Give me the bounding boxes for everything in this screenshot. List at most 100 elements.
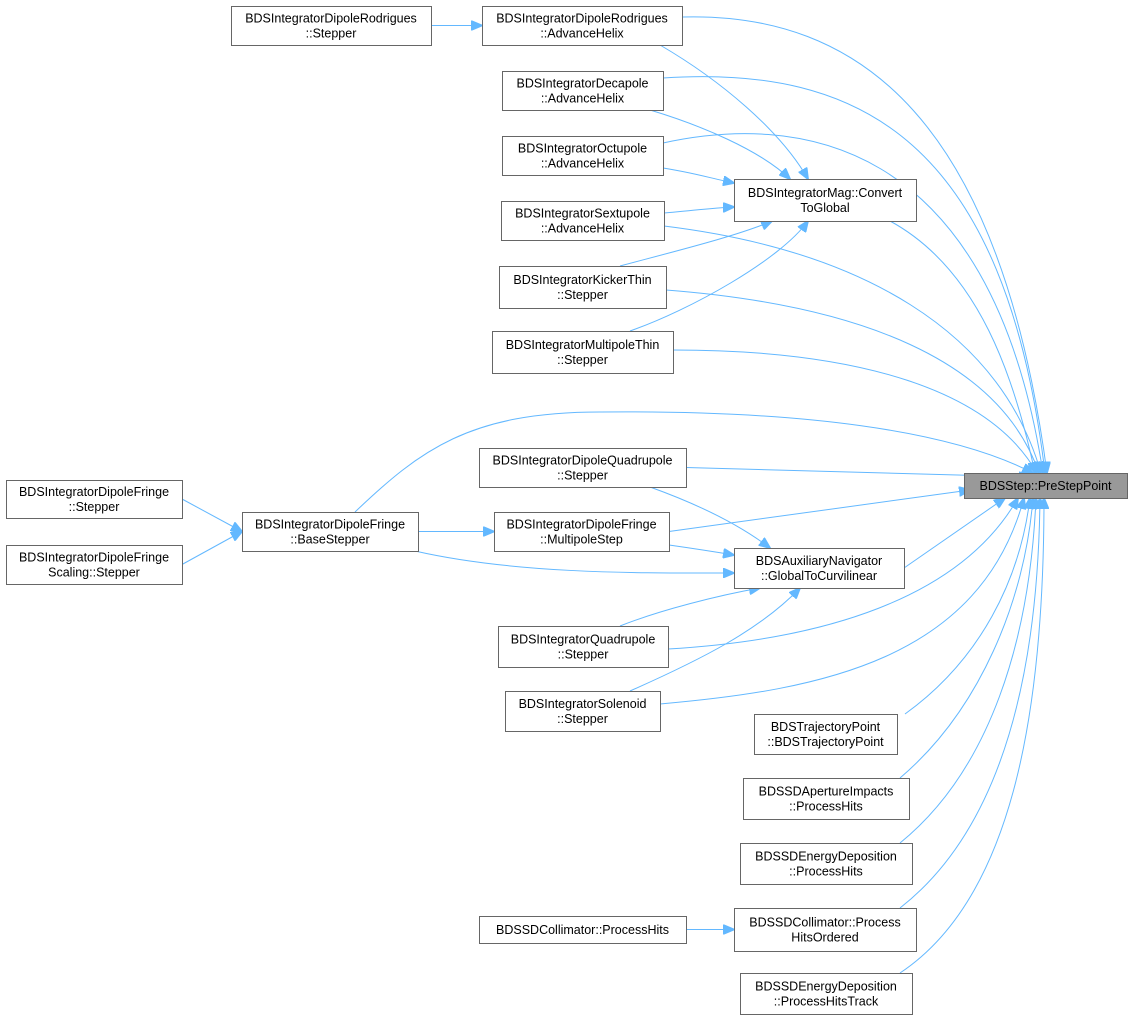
node-label-line: BDSSDCollimator::Process <box>749 916 900 930</box>
node-sext_adv[interactable]: BDSIntegratorSextupole::AdvanceHelix <box>501 201 665 241</box>
node-label-line: BDSIntegratorDipoleFringe <box>255 518 405 532</box>
node-box <box>242 512 419 552</box>
node-fr_step[interactable]: BDSIntegratorDipoleFringe::Stepper <box>6 480 183 519</box>
edge-deca_adv-to-mag_conv <box>649 109 790 179</box>
node-aper[interactable]: BDSSDApertureImpacts::ProcessHits <box>743 778 910 820</box>
node-box <box>494 512 670 552</box>
node-label-line: ::Stepper <box>557 712 608 726</box>
node-fr_multi[interactable]: BDSIntegratorDipoleFringe::MultipoleStep <box>494 512 670 552</box>
node-label-line: BDSIntegratorDipoleFringe <box>506 518 656 532</box>
node-box <box>501 201 665 241</box>
node-octu_adv[interactable]: BDSIntegratorOctupole::AdvanceHelix <box>502 136 664 176</box>
node-label-line: BDSSDApertureImpacts <box>759 785 894 799</box>
node-fr_scal[interactable]: BDSIntegratorDipoleFringeScaling::Steppe… <box>6 545 183 585</box>
node-label-line: ::GlobalToCurvilinear <box>761 569 877 583</box>
node-label-line: ::AdvanceHelix <box>541 92 625 106</box>
node-label-line: BDSIntegratorDecapole <box>516 77 648 91</box>
edge-sext_adv-to-mag_conv <box>663 207 734 214</box>
node-label-line: BDSIntegratorQuadrupole <box>511 633 656 647</box>
node-box <box>231 6 432 46</box>
node-box <box>479 916 687 944</box>
edge-aux_nav-to-prestep <box>903 498 1005 569</box>
edge-aper-to-prestep <box>899 498 1033 779</box>
node-box <box>743 778 910 820</box>
node-box <box>734 908 917 952</box>
node-box <box>734 548 905 589</box>
node-label-line: BDSSDEnergyDeposition <box>755 850 897 864</box>
edge-octu_adv-to-mag_conv <box>662 167 734 183</box>
edge-mag_conv-to-prestep <box>889 220 1035 473</box>
edge-fr_base-to-aux_nav <box>414 550 734 573</box>
node-label-line: BDSIntegratorDipoleQuadrupole <box>493 454 673 468</box>
edge-traj-to-prestep <box>904 498 1030 715</box>
node-label-line: ::AdvanceHelix <box>541 222 625 236</box>
node-label-line: BDSIntegratorSextupole <box>515 207 650 221</box>
edge-fr_scal-to-fr_base <box>181 532 242 565</box>
node-box <box>734 179 917 222</box>
edge-multi_thin-to-prestep <box>672 349 1037 473</box>
node-label-line: BDSSDCollimator::ProcessHits <box>496 923 669 937</box>
node-traj[interactable]: BDSTrajectoryPoint::BDSTrajectoryPoint <box>754 714 898 755</box>
edge-quad_step-to-prestep <box>667 498 1018 650</box>
node-edep[interactable]: BDSSDEnergyDeposition::ProcessHits <box>740 843 913 885</box>
edge-octu_adv-to-prestep <box>662 133 1043 473</box>
edge-fr_multi-to-aux_nav <box>668 544 734 555</box>
node-label-line: Scaling::Stepper <box>48 566 140 580</box>
node-box <box>754 714 898 755</box>
node-box <box>492 331 674 374</box>
node-box <box>964 473 1128 499</box>
node-label-line: ::BDSTrajectoryPoint <box>767 735 884 749</box>
node-label-line: ::Stepper <box>69 500 120 514</box>
node-label-line: BDSSDEnergyDeposition <box>755 980 897 994</box>
node-box <box>502 71 664 111</box>
node-edep_track[interactable]: BDSSDEnergyDeposition::ProcessHitsTrack <box>740 973 913 1015</box>
edge-coll_ord-to-prestep <box>899 498 1040 909</box>
node-box <box>740 843 913 885</box>
node-label-line: ::AdvanceHelix <box>541 157 625 171</box>
node-sol_step[interactable]: BDSIntegratorSolenoid::Stepper <box>505 691 661 732</box>
node-label-line: BDSIntegratorOctupole <box>518 142 647 156</box>
node-label-line: ::ProcessHits <box>789 800 863 814</box>
edge-rod_adv-to-mag_conv <box>659 44 808 179</box>
node-label-line: ::ProcessHits <box>789 865 863 879</box>
edge-dq_step-to-aux_nav <box>649 486 770 548</box>
node-label-line: BDSIntegratorDipoleRodrigues <box>245 12 417 26</box>
node-aux_nav[interactable]: BDSAuxiliaryNavigator::GlobalToCurviline… <box>734 548 905 589</box>
node-rod_stepper[interactable]: BDSIntegratorDipoleRodrigues::Stepper <box>231 6 432 46</box>
node-label-line: ::Stepper <box>558 648 609 662</box>
edge-sol_step-to-prestep <box>659 498 1024 705</box>
edge-deca_adv-to-prestep <box>662 76 1045 473</box>
node-label-line: ::Stepper <box>557 353 608 367</box>
node-label-line: ::Stepper <box>306 27 357 41</box>
node-label-line: ::MultipoleStep <box>540 533 623 547</box>
node-dq_step[interactable]: BDSIntegratorDipoleQuadrupole::Stepper <box>479 448 687 488</box>
node-label-line: ::ProcessHitsTrack <box>774 995 879 1009</box>
node-quad_step[interactable]: BDSIntegratorQuadrupole::Stepper <box>498 626 669 668</box>
node-label-line: BDSTrajectoryPoint <box>771 720 881 734</box>
node-rod_adv[interactable]: BDSIntegratorDipoleRodrigues::AdvanceHel… <box>482 6 683 46</box>
edge-rod_adv-to-prestep <box>681 16 1047 473</box>
node-label-line: BDSIntegratorSolenoid <box>519 697 647 711</box>
node-coll_ph[interactable]: BDSSDCollimator::ProcessHits <box>479 916 687 944</box>
node-deca_adv[interactable]: BDSIntegratorDecapole::AdvanceHelix <box>502 71 664 111</box>
node-kick_step[interactable]: BDSIntegratorKickerThin::Stepper <box>499 266 667 309</box>
node-fr_base[interactable]: BDSIntegratorDipoleFringe::BaseStepper <box>242 512 419 552</box>
node-label-line: ToGlobal <box>800 201 849 215</box>
node-box <box>505 691 661 732</box>
edge-sext_adv-to-prestep <box>663 225 1041 473</box>
node-prestep[interactable]: BDSStep::PreStepPoint <box>964 473 1128 499</box>
node-box <box>479 448 687 488</box>
edge-multi_thin-to-mag_conv <box>629 221 808 332</box>
edge-fr_base-to-prestep <box>354 411 1033 513</box>
node-label-line: BDSStep::PreStepPoint <box>979 479 1112 493</box>
node-multi_thin[interactable]: BDSIntegratorMultipoleThin::Stepper <box>492 331 674 374</box>
node-box <box>498 626 669 668</box>
node-layer: BDSStep::PreStepPointBDSIntegratorDipole… <box>6 6 1128 1015</box>
node-box <box>482 6 683 46</box>
node-label-line: BDSIntegratorDipoleFringe <box>19 485 169 499</box>
node-label-line: BDSIntegratorMag::Convert <box>748 186 903 200</box>
edge-sol_step-to-aux_nav <box>629 588 800 692</box>
